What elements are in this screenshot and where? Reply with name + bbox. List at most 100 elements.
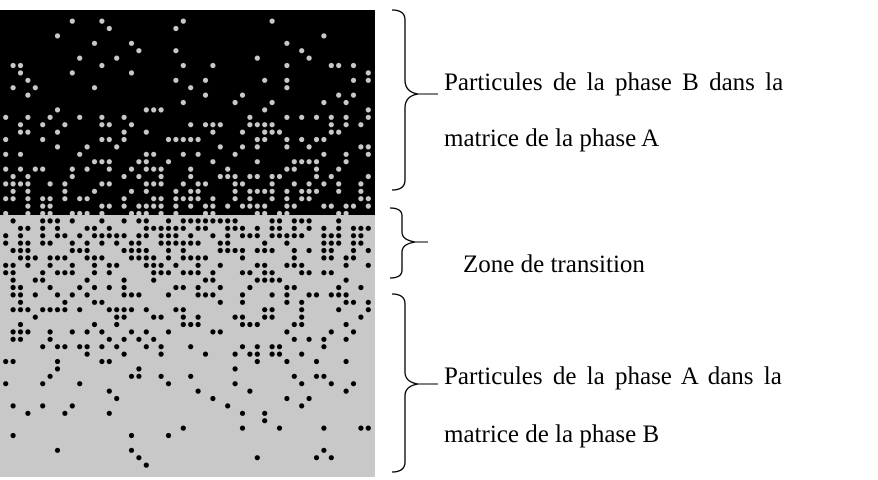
phase-b-particle [358,196,364,202]
phase-b-particle [269,196,275,202]
phase-a-particle [321,425,327,431]
phase-b-particle [10,62,16,69]
phase-b-particle [84,166,90,172]
phase-a-particle [210,270,216,276]
phase-b-particle [365,107,371,113]
phase-a-particle [17,255,24,261]
phase-b-particle [10,196,16,202]
phase-b-particle [3,151,9,157]
phase-b-particle [165,136,172,143]
phase-a-particle [91,225,98,231]
phase-a-particle [158,344,164,350]
phase-a-particle [121,336,127,342]
phase-b-particle [336,92,342,98]
phase-a-particle [350,381,357,387]
phase-b-particle [291,166,297,172]
phase-b-particle [247,122,253,128]
phase-a-particle [77,247,83,254]
phase-a-particle [121,277,127,283]
phase-a-particle [136,233,142,239]
phase-a-particle [54,292,61,298]
phase-b-particle [77,196,83,202]
phase-a-particle [114,395,120,402]
phase-a-particle [239,233,246,239]
phase-a-particle [47,329,53,335]
phase-a-particle [77,307,83,313]
label-phase-a-in-b-line1: Particules de la phase A dans la [444,363,782,390]
phase-a-particle [121,351,127,357]
phase-a-particle [343,255,349,261]
phase-b-particle [99,114,105,120]
phase-a-particle [225,247,231,254]
phase-a-particle [40,307,46,313]
phase-a-particle [106,410,112,416]
phase-b-particle [365,144,371,150]
phase-a-particle [180,240,186,246]
phase-b-particle [143,188,149,194]
phase-b-particle [321,181,327,187]
phase-a-particle [254,225,260,231]
phase-a-particle [54,358,61,365]
phase-a-particle [10,218,16,224]
phase-a-particle [128,292,135,298]
phase-a-particle [343,277,349,283]
phase-a-particle [136,373,142,379]
phase-b-particle [173,25,179,32]
phase-b-particle [47,203,53,209]
phase-a-particle [99,344,105,350]
phase-b-particle [306,196,312,202]
phase-b-particle [247,173,253,180]
phase-b-particle [195,151,201,157]
phase-a-particle [350,233,357,239]
phase-a-particle [210,329,216,335]
phase-a-matrix [0,10,375,215]
label-phase-a-in-b-line2: matrice de la phase B [444,421,660,448]
phase-b-particle [210,210,216,217]
phase-b-particle [195,136,201,143]
phase-a-particle [262,410,268,416]
phase-b-particle [114,144,120,150]
phase-b-particle [106,203,112,209]
phase-b-particle [10,85,16,91]
phase-a-particle [158,225,164,231]
phase-a-particle [358,225,364,231]
phase-b-particle [128,70,135,76]
phase-a-particle [299,233,305,239]
phase-b-particle [151,181,157,187]
phase-b-particle [343,210,349,217]
phase-b-particle [173,77,179,83]
phase-a-particle [47,218,53,224]
phase-a-particle [313,292,320,298]
phase-a-particle [69,403,75,409]
phase-a-particle [40,218,46,224]
phase-a-particle [239,225,246,231]
phase-a-particle [136,292,142,298]
phase-b-particle [262,203,268,209]
phase-b-particle [25,210,31,217]
phase-a-particle [158,270,164,276]
phase-b-particle [17,181,24,187]
phase-b-particle [276,173,283,180]
phase-a-particle [10,336,16,342]
phase-a-particle [336,307,342,313]
phase-b-particle [84,196,90,202]
phase-b-particle [180,99,186,106]
phase-a-particle [47,307,53,313]
phase-a-particle [165,432,172,439]
phase-a-particle [143,247,149,254]
phase-a-particle [3,233,9,239]
phase-a-particle [343,358,349,365]
phase-b-particle [17,62,24,69]
phase-a-particle [210,277,216,283]
phase-a-particle [291,321,297,328]
phase-a-particle [254,358,260,365]
phase-b-particle [114,55,120,61]
phase-a-particle [254,455,260,461]
phase-a-particle [17,284,24,291]
phase-a-particle [47,262,53,268]
phase-b-particle [180,62,186,69]
phase-a-particle [114,262,120,268]
phase-b-particle [17,129,24,135]
phase-b-particle [69,173,75,180]
phase-b-particle [232,181,238,187]
